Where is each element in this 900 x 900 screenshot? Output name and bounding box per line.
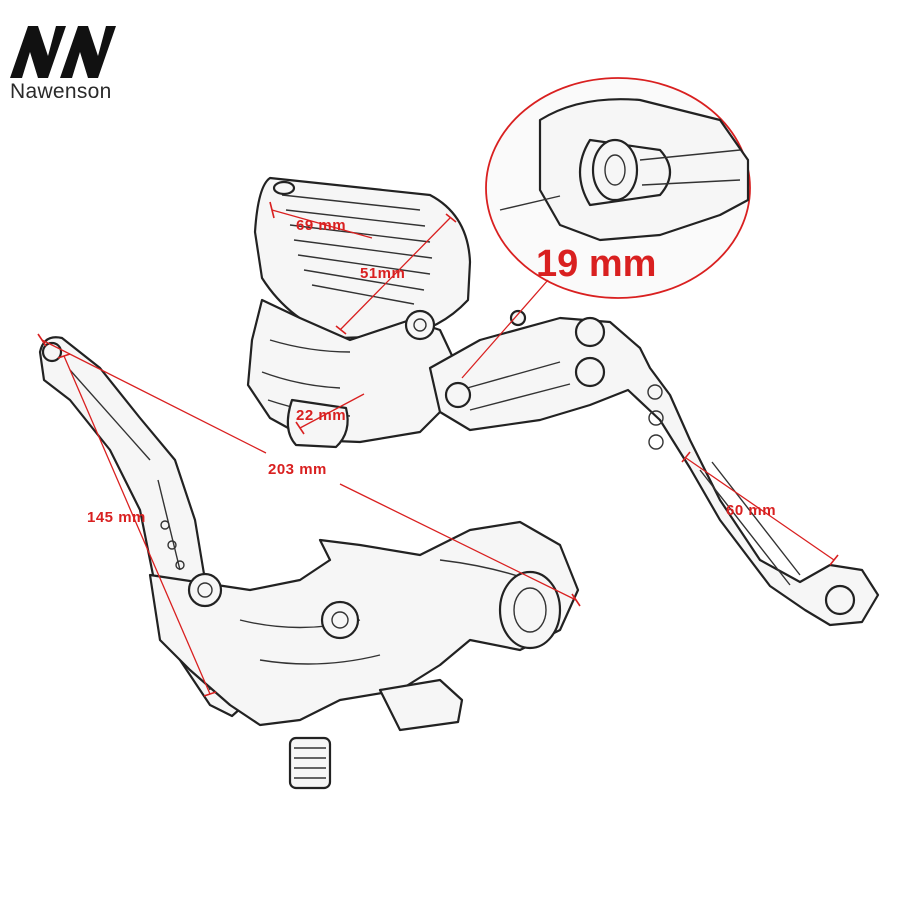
dim-lever-length-label: 145 mm	[87, 509, 146, 526]
dim-reservoir-width-label: 69 mm	[296, 217, 346, 234]
nawenson-logo-icon	[10, 26, 116, 78]
dim-adjuster-length-label: 60 mm	[726, 502, 776, 519]
clutch-lever-illustration	[38, 336, 580, 790]
pivot-zoom-callout	[485, 77, 751, 299]
dim-pivot-hole-label: 19 mm	[536, 243, 656, 285]
dim-clamp-diameter-label: 22 mm	[296, 407, 346, 424]
brand-name: Nawenson	[10, 80, 112, 103]
dim-reservoir-depth-label: 51mm	[360, 265, 405, 282]
dim-overall-length-label: 203 mm	[268, 461, 327, 478]
dimension-lines	[37, 201, 839, 697]
master-cylinder-illustration	[246, 176, 880, 627]
